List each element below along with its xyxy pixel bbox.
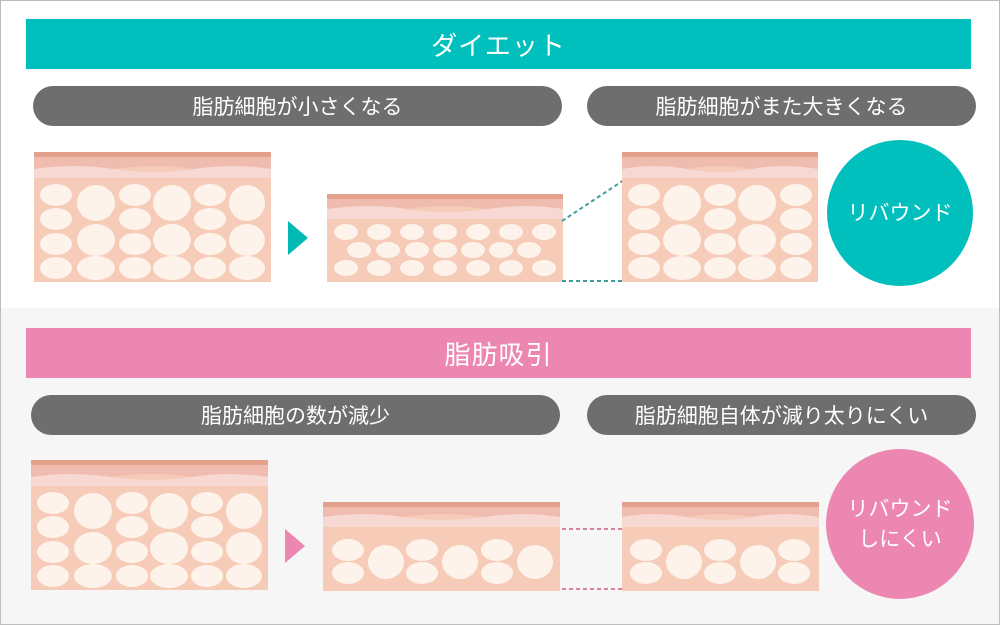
lipo-label-left: 脂肪細胞の数が減少 xyxy=(31,395,560,435)
lipo-label-right: 脂肪細胞自体が減り太りにくい xyxy=(587,395,976,435)
liposuction-banner: 脂肪吸引 xyxy=(26,328,971,378)
fat-tissue-rebound xyxy=(622,152,818,282)
liposuction-section: 脂肪吸引 脂肪細胞の数が減少 脂肪細胞自体が減り太りにくい xyxy=(0,308,1000,625)
diet-banner: ダイエット xyxy=(26,19,971,69)
dotted-connector-diet xyxy=(561,179,625,282)
diet-label-right-text: 脂肪細胞がまた大きくなる xyxy=(655,95,908,119)
fat-tissue-before-lipo xyxy=(31,460,268,590)
fat-tissue-after-lipo xyxy=(323,502,560,591)
fat-tissue-after-diet xyxy=(327,194,563,282)
diet-title: ダイエット xyxy=(431,31,566,62)
fat-tissue-before-diet xyxy=(34,152,271,282)
liposuction-title: 脂肪吸引 xyxy=(444,340,553,371)
arrow-right-icon xyxy=(288,221,308,255)
arrow-right-icon xyxy=(285,529,305,563)
rebound-badge: リバウンド xyxy=(827,140,973,286)
no-rebound-text-line1: リバウンド xyxy=(847,496,953,521)
diet-label-right: 脂肪細胞がまた大きくなる xyxy=(587,86,976,126)
no-rebound-text-line2: しにくい xyxy=(858,527,942,551)
lipo-label-left-text: 脂肪細胞の数が減少 xyxy=(201,404,390,428)
fat-tissue-no-rebound xyxy=(622,502,819,591)
lipo-label-right-text: 脂肪細胞自体が減り太りにくい xyxy=(634,404,929,428)
diet-label-left-text: 脂肪細胞が小さくなる xyxy=(192,95,403,119)
no-rebound-badge: リバウンド しにくい xyxy=(826,449,974,599)
dotted-connector-lipo xyxy=(562,528,624,590)
diet-section: ダイエット 脂肪細胞が小さくなる 脂肪細胞がまた大きくなる xyxy=(0,0,1000,308)
diet-label-left: 脂肪細胞が小さくなる xyxy=(33,86,562,126)
rebound-text: リバウンド xyxy=(847,200,953,225)
